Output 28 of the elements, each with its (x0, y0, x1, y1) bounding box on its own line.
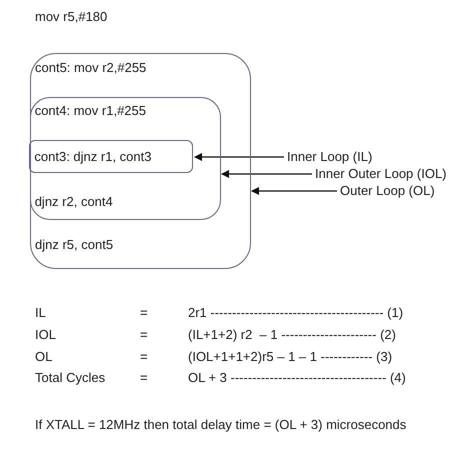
code-line: djnz r5, cont5 (35, 237, 114, 253)
code-line: cont3: djnz r1, cont3 (34, 149, 152, 166)
equals-sign: = (140, 305, 148, 321)
loop-box (29, 140, 194, 174)
arrow (221, 170, 312, 178)
equals-sign: = (140, 327, 148, 343)
arrow (194, 153, 284, 161)
code-line: cont4: mov r1,#255 (34, 102, 146, 119)
loop-box (30, 53, 251, 269)
equation-text: (IOL+1+1+2)r5 – 1 – 1 ------------ (3) (188, 349, 392, 365)
equals-sign: = (140, 349, 148, 365)
code-line: djnz r2, cont4 (34, 194, 113, 210)
equation-term: IOL (35, 327, 56, 343)
code-line: mov r5,#180 (35, 9, 108, 25)
loop-label: Outer Loop (OL) (340, 183, 435, 199)
note-text: If XTALL = 12MHz then total delay time = (OL + 3) microseconds (35, 417, 406, 433)
equation-text: (IL+1+2) r2 – 1 ---------------------- (2) (188, 327, 396, 343)
equation-text: OL + 3 ------------------------------------ (4) (188, 370, 406, 386)
code-line: cont5: mov r2,#255 (35, 60, 146, 76)
equals-sign: = (140, 370, 148, 386)
loop-box (30, 96, 221, 220)
equation-term: Total Cycles (35, 370, 106, 386)
loop-label: Inner Outer Loop (IOL) (315, 166, 447, 182)
equation-text: 2r1 ---------------------------------------- (1) (188, 305, 404, 321)
arrow (251, 187, 337, 195)
equation-term: IL (35, 305, 46, 321)
loop-label: Inner Loop (IL) (287, 149, 372, 165)
equation-term: OL (35, 349, 52, 365)
